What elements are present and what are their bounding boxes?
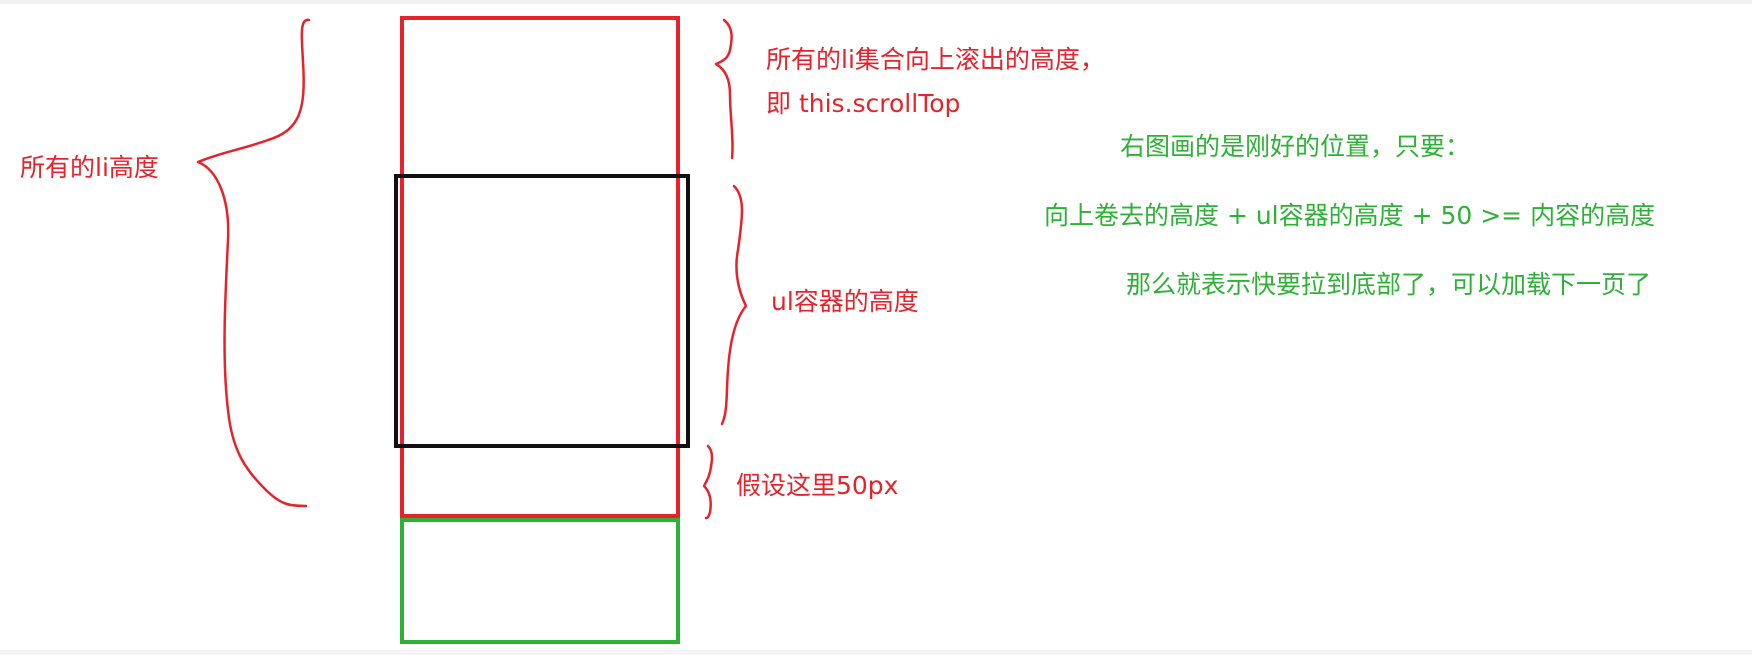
explanation-line3: 那么就表示快要拉到底部了，可以加载下一页了: [1126, 270, 1652, 299]
explanation-line2: 向上卷去的高度 + ul容器的高度 + 50 >= 内容的高度: [1044, 201, 1656, 230]
ul-height-brace: [720, 184, 748, 426]
explanation-line1: 右图画的是刚好的位置，只要：: [1120, 132, 1471, 161]
assume-50px-label: 假设这里50px: [736, 471, 899, 500]
scroll-top-brace: [714, 18, 734, 160]
ul-container-rect: [394, 174, 690, 448]
next-page-rect: [400, 518, 680, 644]
top-divider: [0, 0, 1752, 4]
scroll-top-label-line2: 即 this.scrollTop: [766, 89, 961, 118]
assume-50px-brace: [702, 444, 714, 520]
all-li-height-brace: [196, 18, 311, 508]
bottom-divider: [0, 650, 1752, 655]
scroll-top-label-line1: 所有的li集合向上滚出的高度，: [766, 45, 1105, 74]
all-li-height-label: 所有的li高度: [20, 153, 159, 182]
ul-height-label: ul容器的高度: [771, 287, 919, 316]
content-rect: [400, 16, 680, 518]
